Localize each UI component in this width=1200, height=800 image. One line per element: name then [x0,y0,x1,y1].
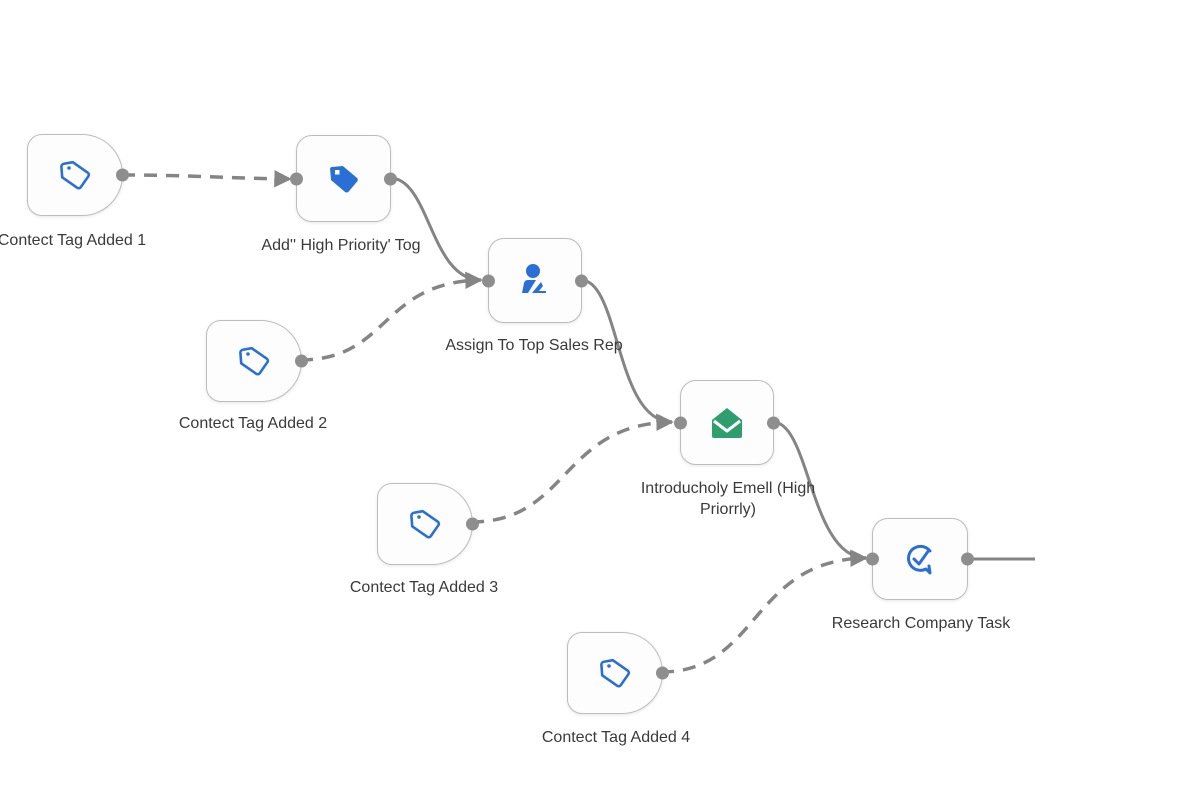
node-label-trigger-2: Contect Tag Added 2 [178,415,328,432]
tag-outline-icon [405,504,445,544]
task-check-icon [900,539,940,579]
edge-trigger1-to-add-tag[interactable] [121,170,292,188]
node-add-high-priority-tag[interactable] [290,135,397,222]
output-port[interactable] [295,354,308,368]
input-port[interactable] [482,274,495,287]
node-assign-top-sales-rep[interactable] [482,238,588,323]
edge-trigger2-to-assign[interactable] [299,271,483,362]
node-trigger-3[interactable] [377,483,479,565]
tag-outline-icon [55,155,95,195]
edge-trigger4-to-task[interactable] [660,549,868,674]
node-research-company-task[interactable] [866,518,974,600]
node-label-assign-top-sales-rep: Assign To Top Sales Rep [445,337,623,354]
output-port[interactable] [575,274,588,287]
node-trigger-1[interactable] [27,134,129,216]
input-port[interactable] [866,552,879,566]
output-port[interactable] [116,168,129,182]
edge-email-to-task[interactable] [772,420,868,566]
node-label-trigger-1: Contect Tag Added 1 [0,232,147,249]
node-trigger-4[interactable] [567,632,669,714]
node-label-trigger-4: Contect Tag Added 4 [541,729,691,746]
output-port[interactable] [656,666,669,680]
node-label-trigger-3: Contect Tag Added 3 [349,579,499,596]
edge-add-tag-to-assign[interactable] [389,176,483,288]
tag-filled-icon [324,159,364,199]
email-open-icon [707,403,747,443]
node-label-add-high-priority-tag: Add'' High Priority' Tog [261,237,421,254]
output-port[interactable] [384,172,397,185]
input-port[interactable] [290,172,303,185]
input-port[interactable] [674,416,687,429]
assign-user-icon [515,261,555,301]
tag-outline-icon [595,653,635,693]
output-port[interactable] [466,517,479,531]
node-label-introductory-email: Introducholy Emell (High Priorrly) [640,480,816,518]
edge-assign-to-email[interactable] [580,278,674,430]
output-port[interactable] [961,552,974,566]
edge-trigger3-to-email[interactable] [470,413,674,524]
node-introductory-email[interactable] [674,380,780,465]
node-label-research-company-task: Research Company Task [831,615,1011,632]
output-port[interactable] [767,416,780,429]
node-trigger-2[interactable] [206,320,308,402]
tag-outline-icon [234,341,274,381]
